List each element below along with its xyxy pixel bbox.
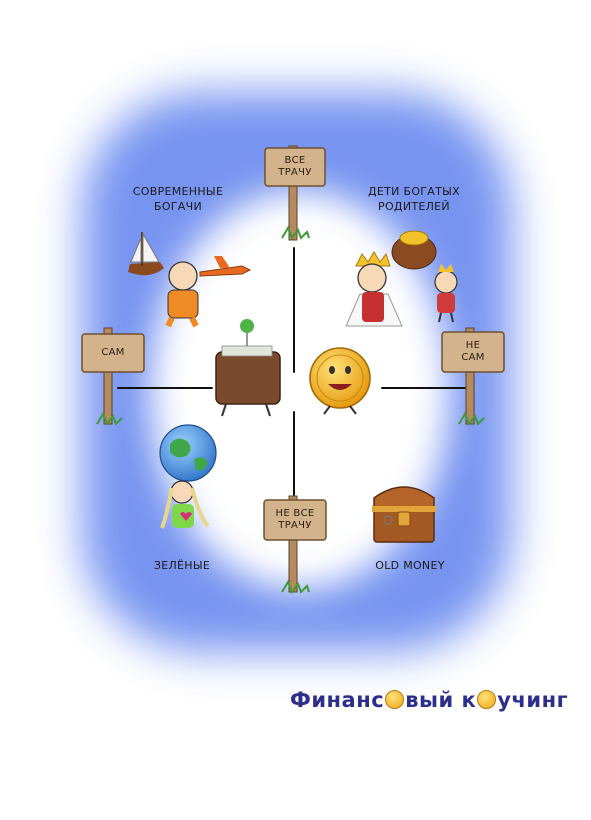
sign-text-right: НЕ САМ: [461, 340, 485, 363]
treasure-chest-illustration: [372, 486, 436, 543]
logo-text-part1: Финанс: [290, 688, 385, 712]
axes: [117, 247, 469, 501]
traveler-illustration: [128, 232, 252, 328]
signpost-bottom: [263, 495, 327, 595]
quadrant-label-bottom-left: ЗЕЛЁНЫЕ: [153, 559, 211, 572]
logo-text-part2: вый к: [405, 688, 477, 712]
quadrant-label-top-right: ДЕТИ БОГАТЫХ РОДИТЕЛЕЙ: [368, 185, 460, 213]
quadrant-label-bottom-right: OLD MONEY: [375, 559, 445, 572]
signpost-left: [81, 327, 145, 427]
coin-o-icon: [477, 690, 497, 709]
wallet-illustration: [215, 319, 281, 417]
logo-text-part3: учинг: [497, 688, 569, 712]
quadrant-label-top-left: СОВРЕМЕННЫЕ БОГАЧИ: [132, 185, 224, 213]
coin-o-icon: [385, 690, 405, 709]
sign-text-bottom: НЕ ВСЕ ТРАЧУ: [275, 508, 315, 531]
signpost-top: [264, 145, 326, 241]
sign-text-left: САМ: [101, 347, 125, 358]
rich-kids-illustration: [345, 230, 458, 327]
sign-text-top: ВСЕ ТРАЧУ: [278, 155, 312, 178]
signpost-right: [441, 327, 505, 427]
brand-logo: Финанс вый к учинг: [290, 688, 568, 712]
green-girl-illustration: [159, 424, 217, 529]
coin-illustration: [309, 347, 371, 415]
